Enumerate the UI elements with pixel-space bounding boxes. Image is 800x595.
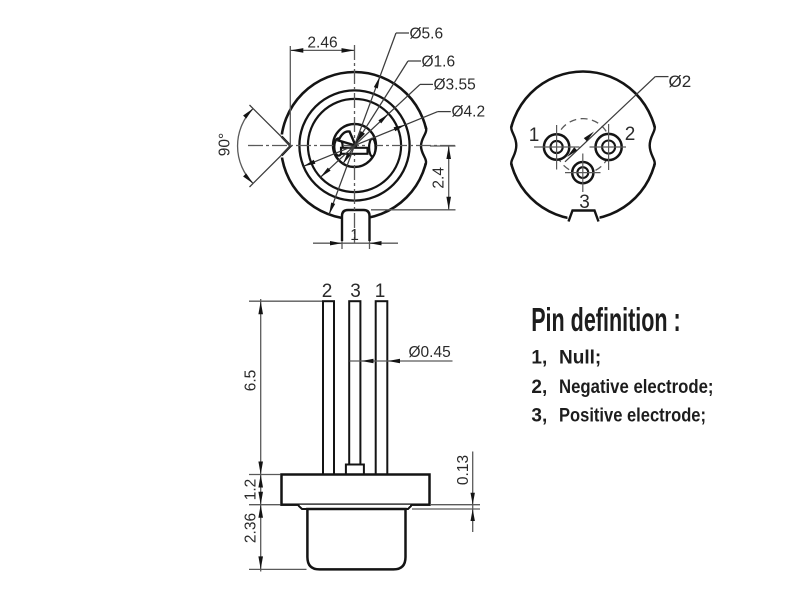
svg-text:Ø2: Ø2 [669,72,692,91]
svg-text:1.2: 1.2 [243,479,260,501]
svg-text:2: 2 [625,124,636,145]
svg-text:2.46: 2.46 [307,35,337,52]
svg-text:2,: 2, [531,377,547,398]
svg-text:1: 1 [375,281,386,302]
svg-text:Ø5.6: Ø5.6 [410,26,444,43]
svg-text:1,: 1, [531,348,547,369]
svg-text:2: 2 [322,281,333,302]
svg-text:90°: 90° [217,133,234,156]
svg-text:3: 3 [350,281,361,302]
svg-text:3: 3 [579,192,590,213]
svg-text:1: 1 [529,125,540,146]
svg-text:Pin definition :: Pin definition : [531,301,681,338]
svg-text:Ø0.45: Ø0.45 [409,344,451,361]
svg-text:0.13: 0.13 [455,455,472,485]
svg-text:Null;: Null; [559,348,601,369]
svg-text:Ø1.6: Ø1.6 [422,54,456,71]
svg-text:Negative electrode;: Negative electrode; [559,377,714,398]
svg-text:1: 1 [350,227,359,244]
svg-text:2.4: 2.4 [431,167,448,189]
svg-text:3,: 3, [531,406,547,427]
svg-text:Ø4.2: Ø4.2 [452,104,486,121]
svg-text:Ø3.55: Ø3.55 [434,77,476,94]
svg-text:2.36: 2.36 [243,513,260,543]
svg-text:6.5: 6.5 [243,370,260,392]
svg-text:Positive electrode;: Positive electrode; [559,406,706,427]
